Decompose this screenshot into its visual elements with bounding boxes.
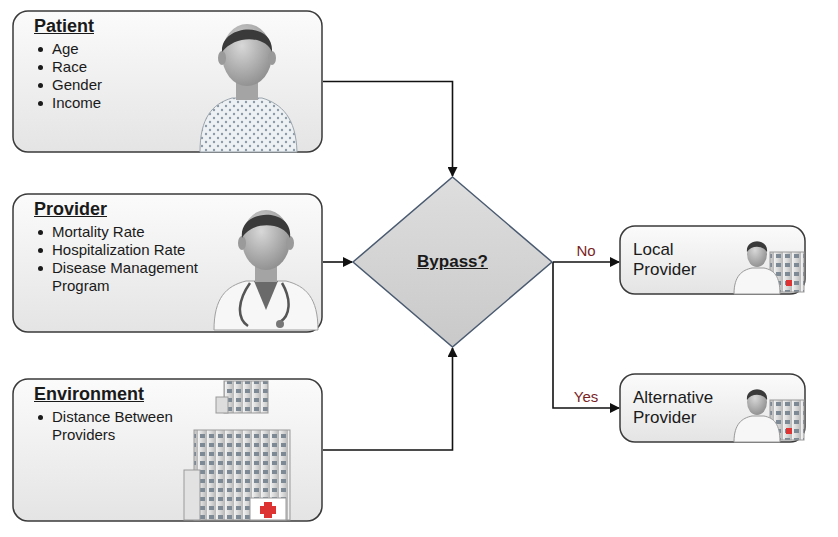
branch-label: No [576, 242, 595, 259]
doctor-icon [214, 210, 318, 330]
bullet-dot [38, 248, 43, 253]
flow-arrow [323, 348, 453, 450]
bullet-text: Gender [52, 76, 102, 94]
bullet-text: Hospitalization Rate [52, 241, 224, 259]
decision-diamond: Bypass? [352, 176, 553, 348]
bullet-dot [38, 415, 43, 420]
bullet-text: Mortality Rate [52, 223, 224, 241]
bullet-dot [38, 230, 43, 235]
bullet-dot [38, 83, 43, 88]
building-icons [184, 381, 290, 520]
branch-label: Yes [574, 388, 598, 405]
factor-box: PatientAgeRaceGenderIncome [12, 10, 323, 153]
node-content: EnvironmentDistance Between Providers [34, 384, 202, 444]
box-heading: Environment [34, 384, 202, 405]
small-provider-icon [734, 389, 804, 442]
box-shape [620, 226, 805, 294]
flow-arrow [323, 261, 352, 263]
bullet-text: Income [52, 94, 102, 112]
box-shape [13, 194, 322, 332]
box-shape [620, 374, 805, 442]
decision-text: Bypass? [417, 252, 488, 271]
node-content: Local Provider [633, 240, 733, 280]
bullet-dot [38, 47, 43, 52]
factor-box: EnvironmentDistance Between Providers [12, 378, 323, 522]
box-heading: Patient [34, 16, 102, 37]
box-shape [13, 379, 322, 521]
box-shape [13, 11, 322, 152]
node-content: Bypass? [417, 252, 488, 272]
outcome-text: Local Provider [633, 240, 733, 280]
outcome-box: Local Provider [619, 225, 806, 295]
node-content: PatientAgeRaceGenderIncome [34, 16, 102, 112]
bullet-dot [38, 65, 43, 70]
outcome-text: Alternative Provider [633, 388, 733, 428]
bullet-text: Race [52, 58, 102, 76]
box-heading: Provider [34, 199, 224, 220]
flow-arrow [323, 82, 453, 177]
flow-arrow [553, 261, 619, 263]
bullet-dot [38, 101, 43, 106]
bullet-text: Age [52, 40, 102, 58]
small-provider-icon [734, 241, 804, 294]
factor-box: ProviderMortality RateHospitalization Ra… [12, 193, 323, 333]
flow-arrow [553, 262, 619, 408]
patient-icon [200, 24, 297, 152]
node-content: Alternative Provider [633, 388, 733, 428]
bullet-dot [38, 266, 43, 271]
bullet-text: Distance Between Providers [52, 408, 202, 444]
outcome-box: Alternative Provider [619, 373, 806, 443]
node-content: ProviderMortality RateHospitalization Ra… [34, 199, 224, 295]
bullet-text: Disease Management Program [52, 259, 224, 295]
diamond-shape [353, 177, 552, 347]
